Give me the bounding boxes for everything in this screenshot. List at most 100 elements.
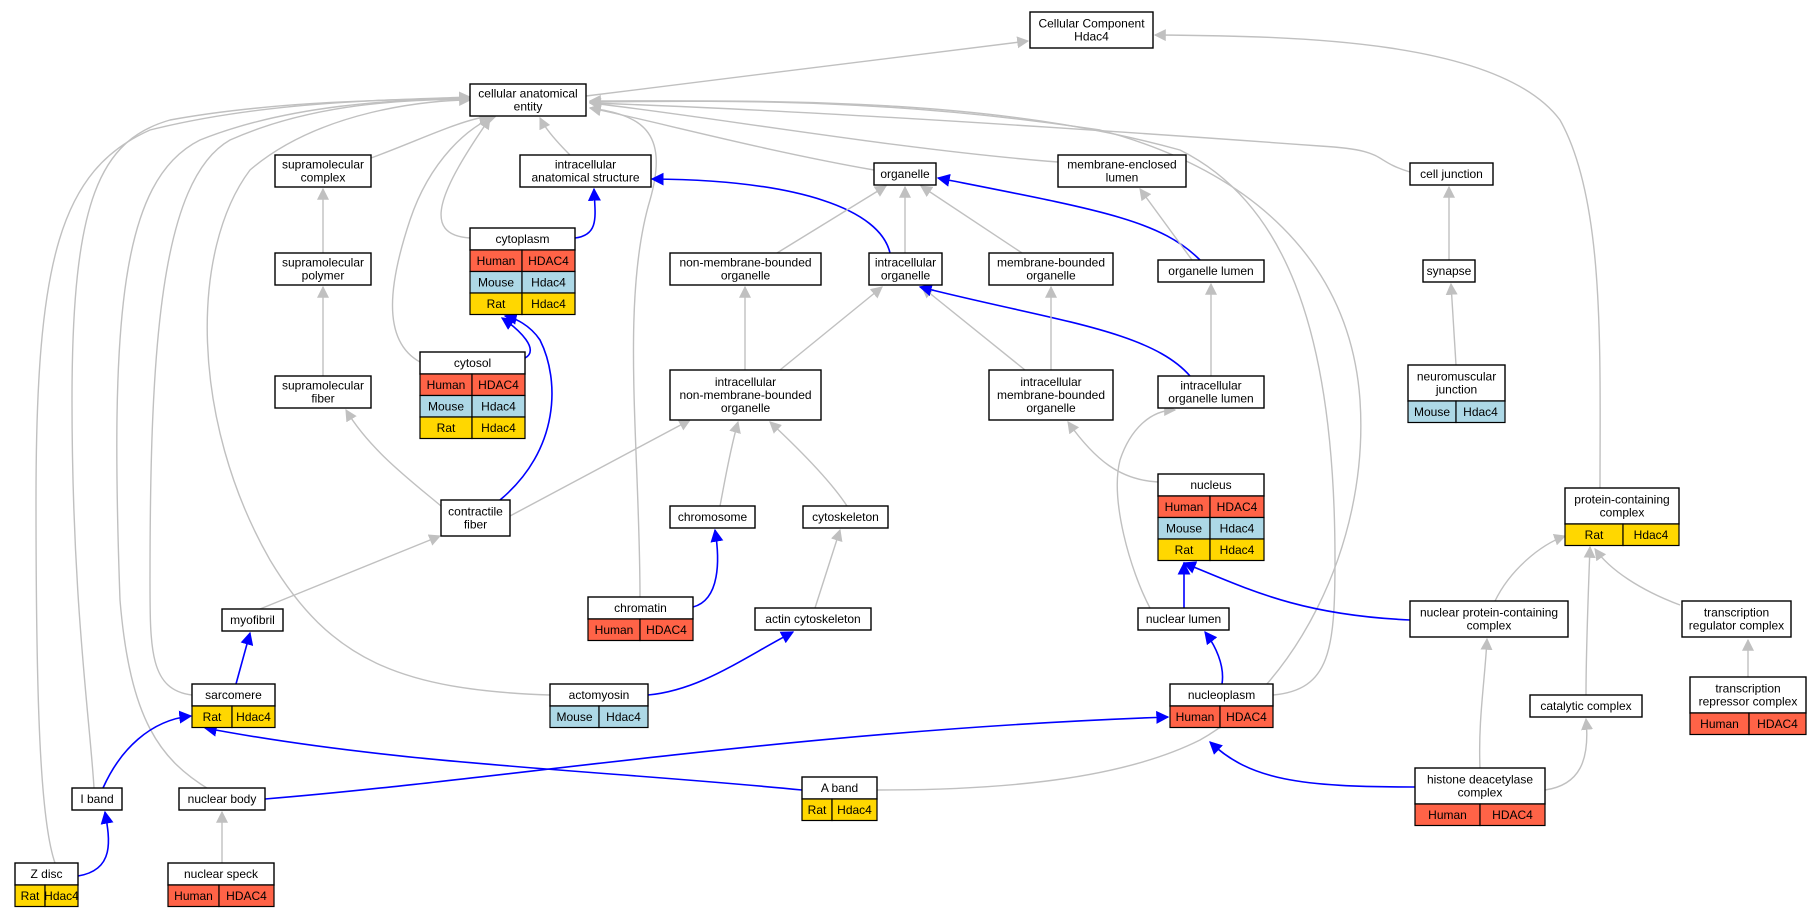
- species-label: Rat: [1175, 543, 1194, 557]
- node-label: protein-containing: [1574, 493, 1669, 507]
- node-chrom[interactable]: chromosome: [669, 505, 756, 529]
- node-org[interactable]: organelle: [873, 162, 937, 186]
- node-label: nuclear protein-containing: [1420, 606, 1558, 620]
- node-box: [1681, 600, 1792, 638]
- edge-imbo-to-io: [921, 286, 1026, 371]
- node-label: cellular anatomical: [478, 87, 577, 101]
- species-label: Rat: [1585, 528, 1604, 542]
- node-box: [178, 787, 266, 811]
- edge-acto-to-cae: [206, 94, 551, 696]
- node-syn[interactable]: synapse: [1422, 259, 1476, 283]
- node-nb[interactable]: nuclear body: [178, 787, 266, 811]
- species-label: Human: [1176, 710, 1215, 724]
- node-cysk[interactable]: cytoskeleton: [802, 505, 889, 529]
- gene-cell: [598, 705, 649, 729]
- node-label: nuclear body: [188, 792, 257, 806]
- node-label: cytoskeleton: [812, 510, 879, 524]
- gene-label: HDAC4: [1217, 500, 1258, 514]
- node-label: supramolecular: [282, 379, 364, 393]
- node-label: cytoplasm: [495, 232, 549, 246]
- species-label: Rat: [437, 421, 456, 435]
- gene-cell: [1748, 712, 1807, 736]
- species-label: Mouse: [1166, 522, 1202, 536]
- node-iband[interactable]: I band: [71, 787, 123, 811]
- node-label: synapse: [1427, 264, 1472, 278]
- node-label: Cellular Component: [1038, 17, 1145, 31]
- node-label: polymer: [302, 269, 345, 283]
- node-label: neuromuscular: [1417, 370, 1496, 384]
- edge-hdc-to-npcc: [1478, 637, 1493, 769]
- node-label: complex: [301, 171, 346, 185]
- edge-inmbo-to-io: [779, 286, 883, 371]
- node-cj[interactable]: cell junction: [1409, 162, 1494, 186]
- edge-npcc-to-nucleus: [1182, 561, 1411, 621]
- node-label: fiber: [311, 392, 334, 406]
- node-box: [469, 83, 587, 117]
- gene-label: Hdac4: [44, 889, 79, 903]
- node-label: organelle: [721, 269, 771, 283]
- node-acsk[interactable]: actin cytoskeleton: [754, 607, 872, 631]
- edge-ol-to-mel: [1139, 188, 1193, 261]
- gene-label: Hdac4: [1634, 528, 1669, 542]
- node-inmbo[interactable]: intracellularnon-membrane-boundedorganel…: [669, 369, 822, 421]
- node-label: organelle lumen: [1168, 264, 1253, 278]
- gene-cell: [639, 618, 694, 642]
- edge-nmj-to-syn: [1445, 282, 1458, 366]
- edge-zdisc-to-iband: [77, 810, 114, 877]
- edge-iband-to-cae: [71, 92, 472, 789]
- edge-cyto-to-ias: [574, 187, 601, 239]
- node-label: actin cytoskeleton: [765, 612, 860, 626]
- node-myo[interactable]: myofibril: [221, 608, 284, 632]
- node-box: [1157, 259, 1265, 283]
- edge-sarc-to-myo: [235, 631, 254, 685]
- node-box: [221, 608, 284, 632]
- node-catc[interactable]: catalytic complex: [1529, 694, 1643, 718]
- edge-npcc-to-pcc: [1494, 534, 1567, 602]
- species-label: Mouse: [428, 400, 464, 414]
- node-ol[interactable]: organelle lumen: [1157, 259, 1265, 283]
- species-label: Human: [174, 889, 213, 903]
- gene-label: HDAC4: [1226, 710, 1267, 724]
- node-label: intracellular: [555, 158, 616, 172]
- node-nl[interactable]: nuclear lumen: [1137, 607, 1230, 631]
- edge-nucleus-to-imbo: [1067, 421, 1159, 483]
- gene-label: Hdac4: [837, 803, 872, 817]
- gene-label: Hdac4: [531, 297, 566, 311]
- gene-label: Hdac4: [236, 710, 271, 724]
- node-label: intracellular: [875, 256, 936, 270]
- species-label: Human: [477, 254, 516, 268]
- node-label: nucleus: [1190, 478, 1231, 492]
- edge-chromatin-to-cae: [588, 103, 657, 598]
